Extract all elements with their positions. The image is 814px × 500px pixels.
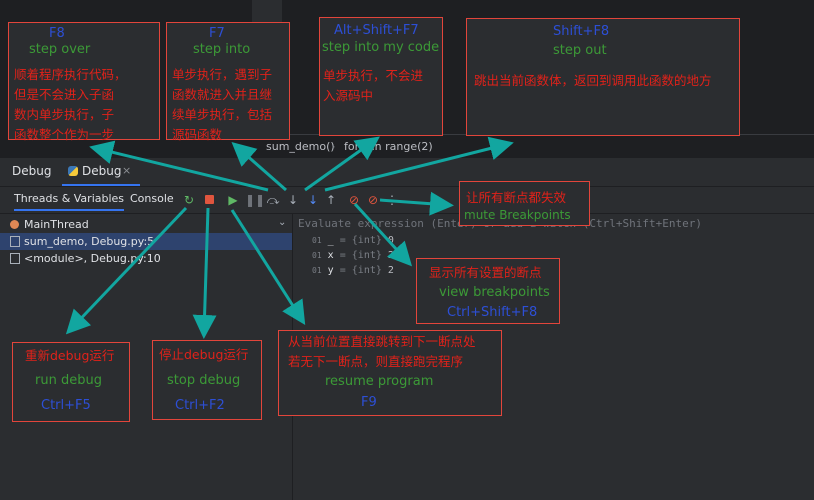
annotation-desc: 顺着程序执行代码， 但是不会进入子函 数内单步执行，子 函数整个作为一步 [14, 67, 127, 142]
annotation-mute-breakpoints: 让所有断点都失效 mute Breakpoints [459, 181, 590, 226]
annotation-key: Ctrl+F5 [41, 398, 91, 413]
annotation-name: view breakpoints [439, 285, 550, 300]
annotation-rerun-debug: 重新debug运行 run debug Ctrl+F5 [12, 342, 130, 422]
int-variable-icon: 01 [312, 236, 322, 245]
annotation-name: stop debug [167, 373, 241, 388]
variable-name: y [327, 265, 334, 276]
annotation-step-out: Shift+F8 step out 跳出当前函数体，返回到调用此函数的地方 [466, 18, 740, 136]
step-into-my-code-icon[interactable]: ↓ [307, 193, 319, 207]
view-breakpoints-icon[interactable]: ⊘ [348, 193, 360, 207]
stop-icon[interactable] [201, 192, 217, 208]
debug-session-tab[interactable]: Debug × [62, 160, 140, 186]
annotation-desc: 单步执行，不会进 入源码中 [323, 68, 424, 103]
arrow-mute [379, 191, 454, 216]
breadcrumb-function[interactable]: sum_demo() [266, 140, 335, 153]
annotation-key: Alt+Shift+F7 [334, 23, 419, 38]
step-into-icon[interactable]: ↓ [287, 193, 299, 207]
thread-status-icon [10, 220, 19, 229]
annotation-key: Ctrl+F2 [175, 398, 225, 413]
debug-session-label: Debug [82, 164, 122, 178]
breadcrumb-separator: › [331, 140, 336, 153]
arrow-rerun [65, 206, 188, 335]
variable-value: 0 [387, 235, 394, 246]
mute-breakpoints-icon[interactable]: ⊘ [367, 193, 379, 207]
arrow-step-into [231, 142, 287, 192]
annotation-step-over: F8 step over 顺着程序执行代码， 但是不会进入子函 数内单步执行，子… [8, 22, 160, 142]
variable-name: x [327, 250, 334, 261]
frame-row[interactable]: <module>, Debug.py:10 [0, 250, 292, 267]
annotation-desc: 跳出当前函数体，返回到调用此函数的地方 [474, 73, 712, 88]
annotation-name: step into my code [322, 40, 440, 55]
annotation-name: run debug [35, 373, 102, 388]
debug-panel: Debug Debug × Threads & Variables Consol… [0, 158, 814, 500]
variable-value: 2 [387, 265, 394, 276]
frame-row[interactable]: sum_demo, Debug.py:5 [0, 233, 292, 250]
debug-toolbar: Threads & Variables Console ↻ ▶ ❚❚ ⤼ ↓ ↓… [0, 187, 814, 214]
annotation-step-into: F7 step into 单步执行，遇到子 函数就进入并且继 续单步执行，包括 … [166, 22, 290, 142]
close-icon[interactable]: × [122, 164, 132, 177]
chevron-down-icon: ⌄ [278, 217, 287, 228]
annotation-resume-program: 从当前位置直接跳转到下一断点处 若无下一断点，则直接跑完程序 resume pr… [278, 330, 502, 416]
variable-type: = {int} [339, 235, 382, 246]
arrow-step-into-my-code [304, 136, 380, 192]
annotation-name: resume program [325, 374, 434, 389]
thread-label: MainThread [24, 218, 89, 231]
variable-type: = {int} [339, 265, 382, 276]
arrow-resume [230, 209, 306, 326]
annotation-desc: 重新debug运行 [25, 348, 115, 363]
thread-selector[interactable]: MainThread ⌄ [0, 216, 292, 233]
annotation-desc: 单步执行，遇到子 函数就进入并且继 续单步执行，包括 源码函数 [172, 67, 273, 142]
annotation-step-into-my-code: Alt+Shift+F7 step into my code 单步执行，不会进 … [319, 17, 443, 136]
int-variable-icon: 01 [312, 266, 322, 275]
annotation-name: step out [553, 43, 607, 58]
annotation-key: F9 [361, 395, 377, 410]
variable-name: _ [327, 235, 334, 246]
arrow-view [353, 202, 413, 267]
int-variable-icon: 01 [312, 251, 322, 260]
debug-titlebar: Debug Debug × [0, 158, 814, 187]
annotation-key: Ctrl+Shift+F8 [447, 305, 538, 320]
arrow-step-over [89, 140, 269, 192]
frame-label: <module>, Debug.py:10 [24, 252, 161, 265]
annotation-desc: 停止debug运行 [159, 347, 249, 362]
step-over-icon[interactable]: ⤼ [266, 193, 280, 207]
annotation-name: mute Breakpoints [464, 208, 571, 222]
annotation-desc: 从当前位置直接跳转到下一断点处 若无下一断点，则直接跑完程序 [288, 334, 476, 369]
variable-row[interactable]: 01 _ = {int} 0 [312, 235, 394, 246]
frame-icon [10, 253, 20, 264]
arrow-step-out [324, 136, 514, 192]
annotation-stop-debug: 停止debug运行 stop debug Ctrl+F2 [152, 340, 262, 420]
annotation-key: Shift+F8 [553, 24, 610, 39]
annotation-key: F7 [209, 26, 225, 41]
variable-type: = {int} [339, 250, 382, 261]
annotation-desc: 显示所有设置的断点 [429, 265, 542, 280]
annotation-desc: 让所有断点都失效 [466, 190, 567, 205]
python-icon [68, 166, 78, 176]
tab-console[interactable]: Console [130, 192, 174, 205]
frame-icon [10, 236, 20, 247]
step-out-icon[interactable]: ↑ [325, 193, 337, 207]
annotation-name: step into [193, 42, 251, 57]
frames-pane: MainThread ⌄ sum_demo, Debug.py:5 <modul… [0, 214, 293, 500]
arrow-stop [192, 207, 217, 339]
annotation-name: step over [29, 42, 91, 57]
panel-title: Debug [12, 164, 52, 178]
resume-icon[interactable]: ▶ [228, 193, 238, 207]
tab-threads-variables[interactable]: Threads & Variables [14, 192, 125, 211]
annotation-key: F8 [49, 26, 65, 41]
variable-row[interactable]: 01 y = {int} 2 [312, 265, 394, 276]
annotation-view-breakpoints: 显示所有设置的断点 view breakpoints Ctrl+Shift+F8 [416, 258, 560, 324]
pause-icon[interactable]: ❚❚ [245, 193, 266, 207]
rerun-icon[interactable]: ↻ [183, 193, 195, 207]
frame-label: sum_demo, Debug.py:5 [24, 235, 155, 248]
